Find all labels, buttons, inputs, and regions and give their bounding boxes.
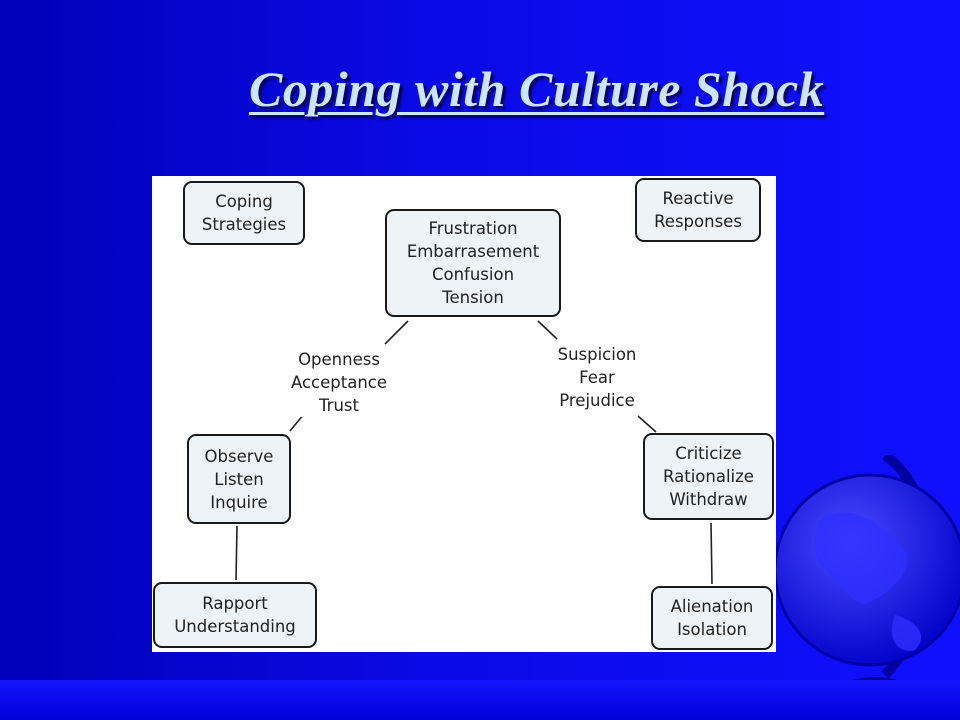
node-observe: Observe Listen Inquire [187, 434, 291, 524]
globe-icon [773, 455, 960, 693]
label-text: Prejudice [559, 391, 635, 410]
node-text: Observe [204, 446, 274, 466]
node-text: Alienation [670, 597, 754, 616]
node-text: Inquire [210, 492, 268, 512]
node-text: Frustration [428, 219, 518, 238]
label-text: Fear [579, 368, 615, 387]
node-rapport: Rapport Understanding [153, 582, 317, 648]
node-text: Reactive [662, 189, 734, 208]
label-text: Suspicion [557, 345, 637, 364]
node-text: Confusion [431, 265, 515, 284]
node-text: Understanding [174, 617, 296, 636]
node-text: Criticize [675, 444, 742, 463]
node-feelings: Frustration Embarrasement Confusion Tens… [385, 209, 561, 317]
node-reactive-responses: Reactive Responses [635, 178, 761, 242]
node-coping-strategies: Coping Strategies [183, 181, 305, 245]
node-text: Responses [654, 212, 742, 231]
connector-lines [235, 320, 713, 585]
link-label-suspicion: Suspicion Fear Prejudice [546, 343, 648, 412]
node-text: Isolation [677, 620, 747, 639]
label-text: Trust [319, 396, 359, 415]
label-text: Openness [298, 350, 380, 369]
node-text: Rationalize [663, 467, 754, 486]
slide-title: Coping with Culture Shock [249, 61, 825, 117]
node-text: Tension [442, 288, 504, 307]
node-text: Listen [214, 469, 264, 489]
link-label-openness: Openness Acceptance Trust [280, 348, 398, 417]
node-criticize: Criticize Rationalize Withdraw [643, 433, 774, 520]
node-text: Coping [215, 192, 273, 211]
diagram-panel: Coping Strategies Reactive Responses Fru… [152, 176, 776, 652]
node-text: Strategies [201, 215, 287, 234]
label-text: Acceptance [290, 373, 388, 392]
bottom-bar [0, 680, 960, 720]
node-text: Rapport [202, 594, 268, 613]
node-alienation: Alienation Isolation [651, 586, 773, 650]
node-text: Embarrasement [406, 242, 540, 261]
node-text: Withdraw [669, 490, 748, 509]
